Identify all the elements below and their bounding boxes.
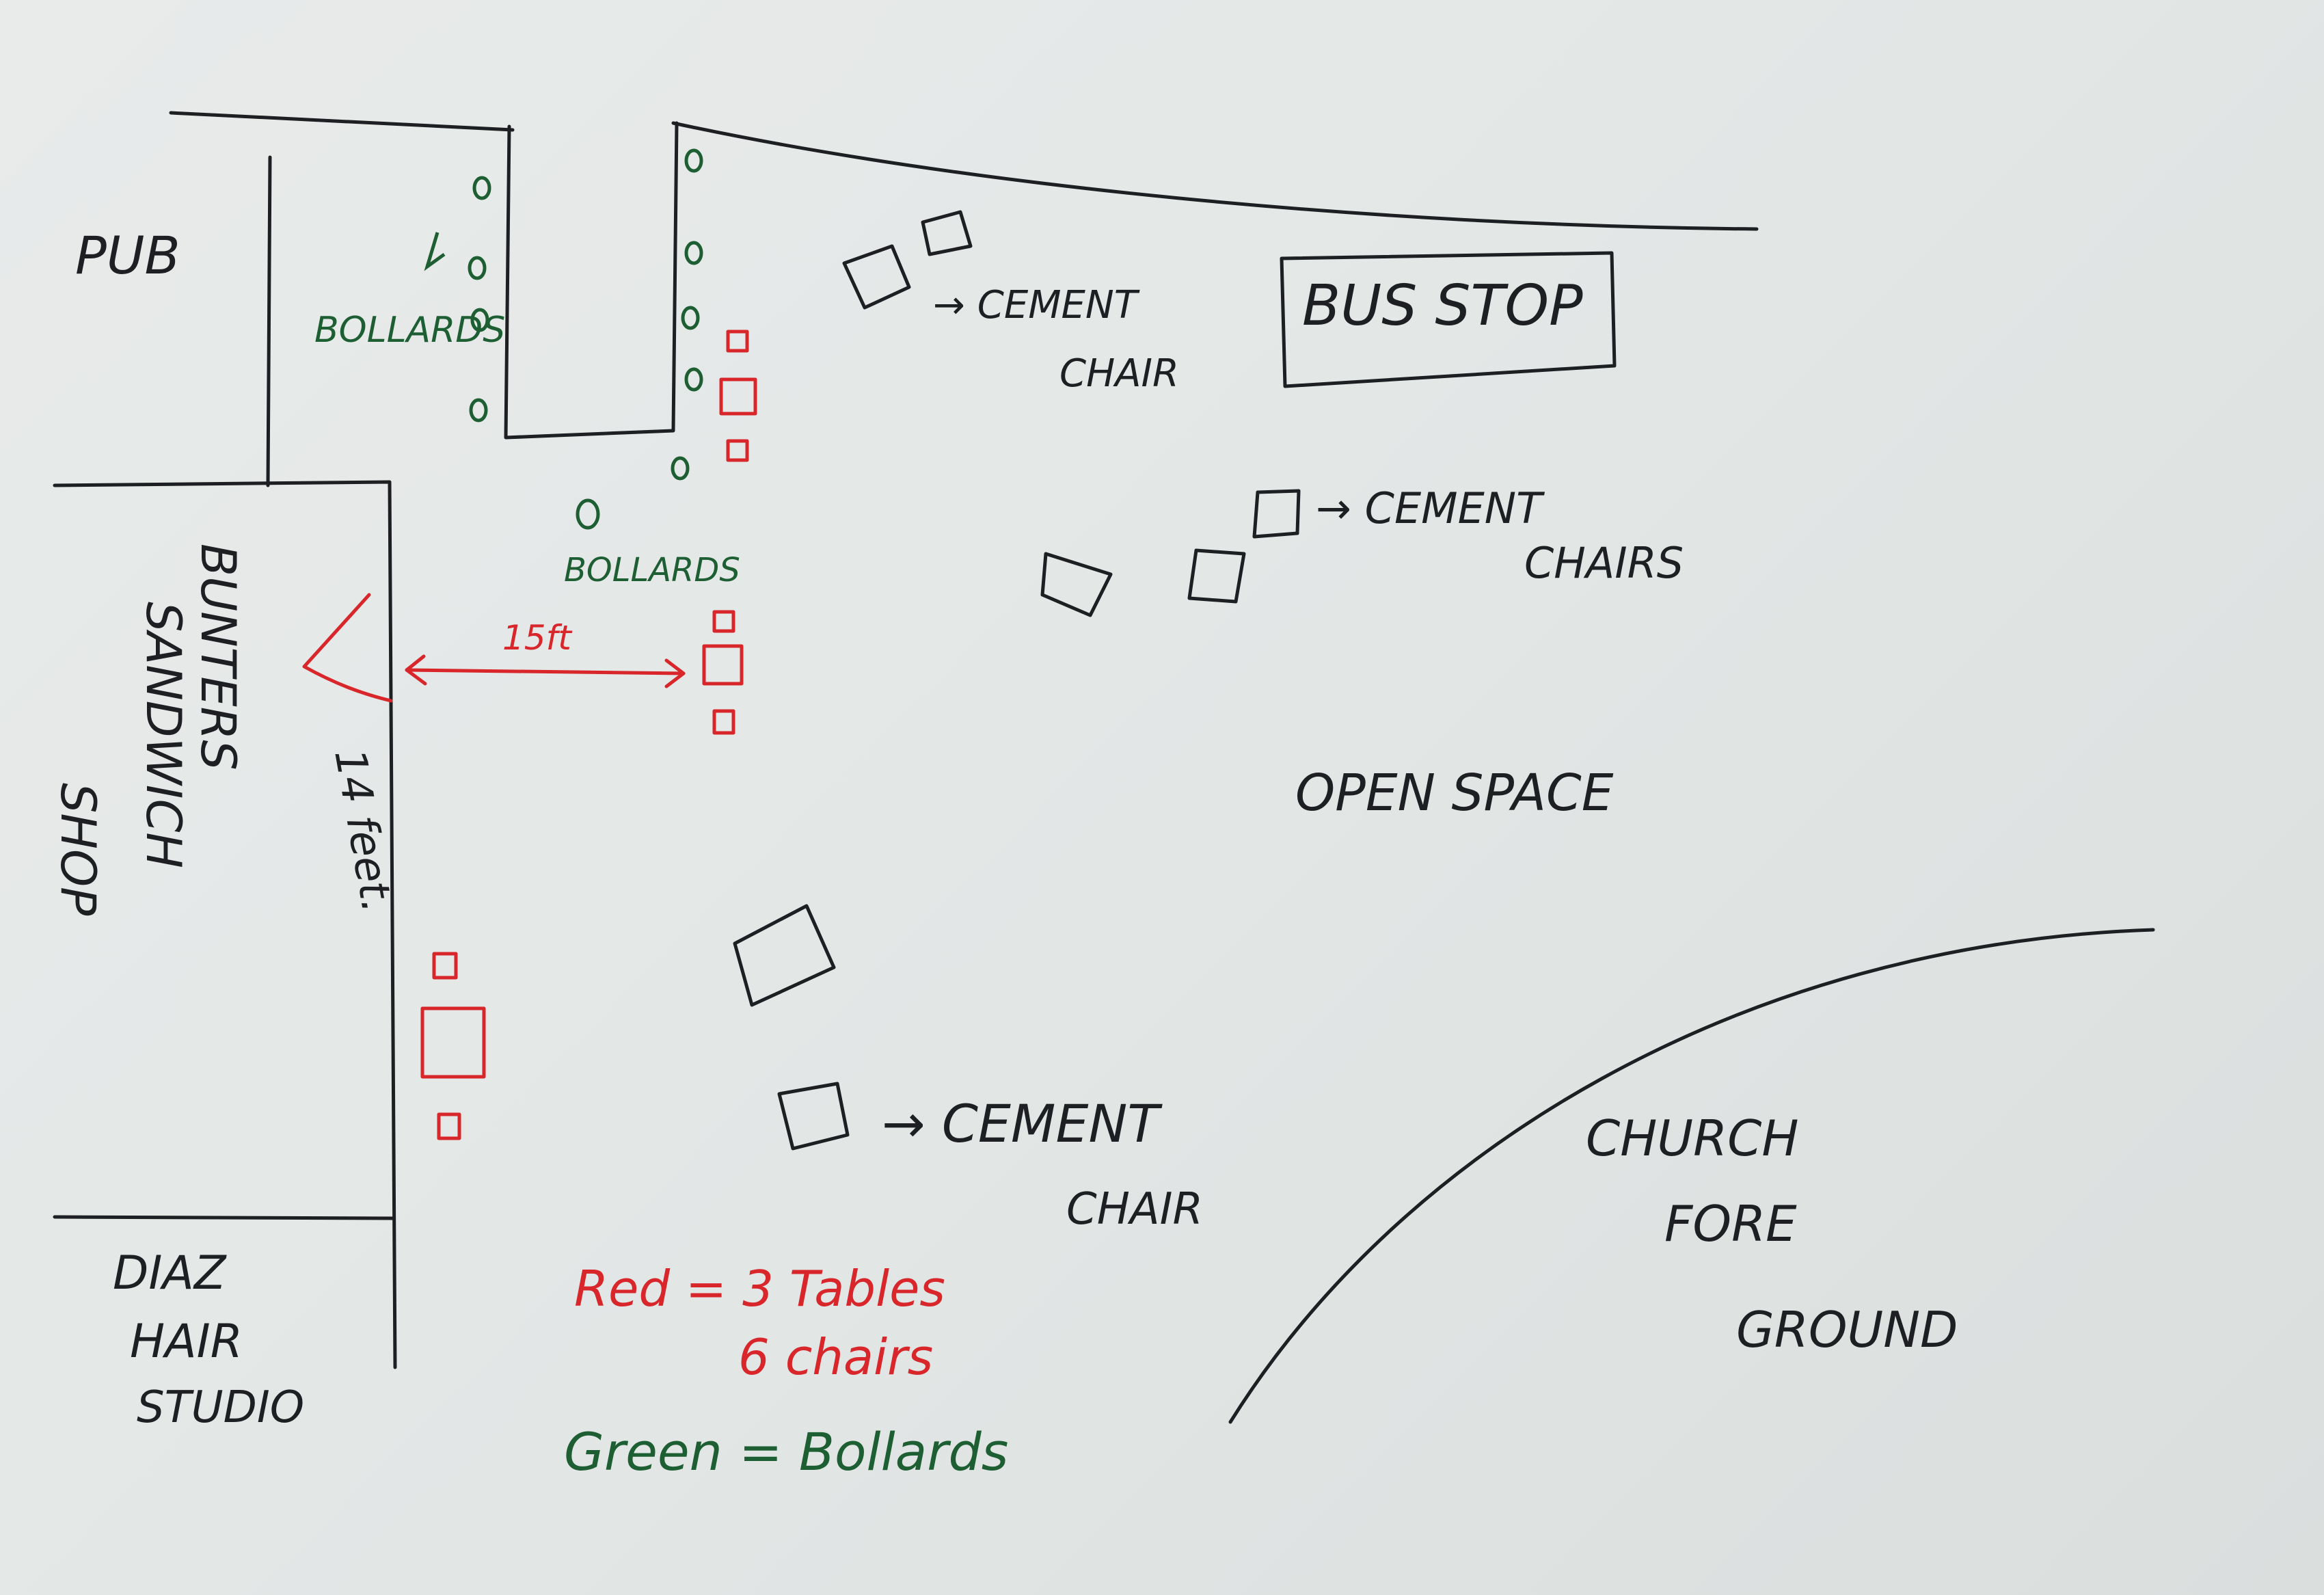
cement-chair	[777, 1082, 850, 1151]
cement-chair	[1040, 552, 1113, 617]
church-label: CHURCH	[1586, 1110, 1799, 1167]
bus-stop-label: BUS STOP	[1302, 273, 1583, 338]
cement-chair-label-1a: → CEMENT	[933, 283, 1140, 327]
bollard	[684, 367, 703, 392]
table	[719, 377, 757, 416]
table	[702, 644, 744, 686]
bollards	[424, 148, 703, 530]
chair	[726, 330, 749, 353]
legend-red-line-2: 6 chairs	[738, 1328, 933, 1386]
hair-label: HAIR	[130, 1315, 243, 1369]
table	[420, 1006, 486, 1079]
cement-chair-label-1b: CHAIR	[1059, 351, 1179, 396]
legend-red-line-1: Red = 3 Tables	[574, 1260, 945, 1317]
bollard	[576, 498, 600, 530]
cement-chair-label-3a: → CEMENT	[882, 1093, 1163, 1154]
cement-chair	[842, 244, 911, 310]
sandwich-label: SANDWICH	[135, 602, 191, 868]
cement-chairs-label-2b: CHAIRS	[1524, 538, 1684, 588]
bollard	[684, 241, 703, 265]
shop-label: SHOP	[50, 783, 106, 916]
pub-label: PUB	[75, 225, 180, 286]
open-space-label: OPEN SPACE	[1295, 764, 1614, 822]
cement-chairs	[733, 210, 1301, 1151]
cement-chair	[733, 904, 836, 1007]
chair	[432, 952, 458, 980]
bollards-label-2: BOLLARDS	[564, 551, 740, 589]
legend-green: Green = Bollards	[564, 1421, 1008, 1482]
dimension-15ft-arrow	[302, 593, 686, 703]
bollard	[681, 306, 700, 330]
bus-stop-box	[1280, 251, 1617, 388]
bollard	[472, 176, 491, 200]
bollard	[684, 148, 703, 173]
fore-label: FORE	[1664, 1195, 1797, 1252]
ground-label: GROUND	[1736, 1301, 1958, 1358]
bollard	[470, 308, 489, 332]
bollard	[468, 256, 487, 280]
bunters-label: BUNTERS	[190, 544, 246, 770]
chair	[726, 439, 749, 462]
chair	[712, 610, 735, 633]
bollards-label-1: BOLLARDS	[314, 310, 505, 351]
cement-chair	[1187, 548, 1246, 604]
tables-and-chairs	[420, 330, 757, 1140]
cement-chairs-label-2a: → CEMENT	[1316, 483, 1545, 533]
street-edge-lines	[53, 111, 2155, 1424]
cement-chair-label-3b: CHAIR	[1066, 1184, 1203, 1235]
dimension-15ft-label: 15ft	[502, 618, 573, 658]
bollard	[469, 398, 488, 423]
studio-label: STUDIO	[137, 1382, 304, 1433]
cement-chair	[921, 210, 973, 256]
chair	[437, 1112, 461, 1140]
bollard	[671, 456, 690, 481]
chair	[712, 709, 735, 735]
cement-chair	[1252, 489, 1301, 539]
diaz-label: DIAZ	[113, 1246, 227, 1300]
